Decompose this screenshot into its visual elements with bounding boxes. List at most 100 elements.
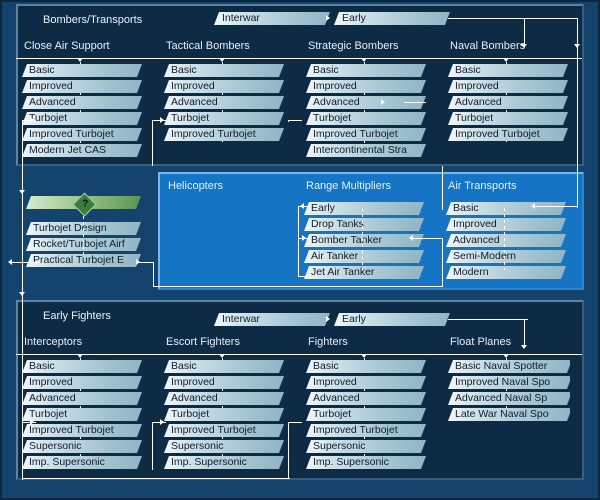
arrow-right-icon <box>160 117 164 123</box>
tech-item[interactable]: Air Tanker <box>304 250 424 263</box>
tech-item[interactable]: Basic <box>164 64 284 77</box>
tech-item[interactable]: Advanced <box>448 96 568 109</box>
tech-item[interactable]: Supersonic <box>306 440 426 453</box>
tech-item[interactable]: Turbojet <box>22 408 142 421</box>
connector-bar <box>16 354 582 355</box>
connector-left-rail <box>22 120 23 480</box>
connector-left-in-engine <box>10 262 40 263</box>
column-title-strategic-bombers: Strategic Bombers <box>308 40 399 52</box>
column-chain <box>83 210 84 258</box>
connector-right-rail-3 <box>577 206 578 208</box>
tech-item[interactable]: Basic <box>306 64 426 77</box>
tech-item[interactable]: Improved <box>446 218 566 231</box>
connector-engine-down <box>153 262 154 286</box>
arrow-right-icon <box>326 15 330 21</box>
tech-item[interactable]: Advanced <box>164 392 284 405</box>
tech-item[interactable]: Basic <box>448 64 568 77</box>
arrow-left-icon <box>8 259 12 265</box>
tech-item[interactable]: Improved Turbojet <box>22 128 142 141</box>
tech-item[interactable]: Improved Naval Spo <box>448 376 570 389</box>
tech-item[interactable]: Improved <box>306 376 426 389</box>
arrow-down-icon <box>19 292 25 296</box>
tech-item[interactable]: Turbojet <box>22 112 142 125</box>
tech-item[interactable]: Bomber Tanker <box>304 234 424 247</box>
tech-item[interactable]: Advanced <box>22 392 142 405</box>
column-escort-fighters: Basic Improved Advanced Turbojet Improve… <box>164 360 294 476</box>
column-chain <box>362 208 363 270</box>
tech-item[interactable]: Jet Air Tanker <box>304 266 424 279</box>
tech-item[interactable]: Improved Turbojet <box>306 424 426 437</box>
tech-item[interactable]: Turbojet <box>306 408 426 421</box>
connector-mid-rail-2 <box>288 120 289 122</box>
tech-item[interactable]: Advanced <box>446 234 566 247</box>
arrow-down-icon <box>77 354 83 358</box>
tech-item[interactable]: Early <box>304 202 424 215</box>
tech-item[interactable]: Turbojet <box>306 112 426 125</box>
tech-item[interactable]: Advanced <box>22 96 142 109</box>
connector-era-out-2 <box>448 319 528 320</box>
column-chain <box>506 358 507 420</box>
column-title-interceptors: Interceptors <box>24 336 83 348</box>
tech-item[interactable]: Imp. Supersonic <box>164 456 284 469</box>
tech-item[interactable]: Intercontinental Stra <box>306 144 426 157</box>
tech-item[interactable]: Improved <box>164 80 284 93</box>
tech-item[interactable]: Basic <box>306 360 426 373</box>
tech-item[interactable]: Improved <box>22 80 142 93</box>
tech-item[interactable]: Supersonic <box>22 440 142 453</box>
arrow-down-icon <box>361 58 367 62</box>
connector-mid-in-3 <box>152 422 166 423</box>
column-fighters: Basic Improved Advanced Turbojet Improve… <box>306 360 436 476</box>
tech-item[interactable]: Modern <box>446 266 566 279</box>
tech-item[interactable]: Improved Turbojet <box>448 128 568 141</box>
arrow-right-icon <box>326 316 330 322</box>
tech-item[interactable]: Imp. Supersonic <box>22 456 142 469</box>
tech-item[interactable]: Advanced Naval Sp <box>448 392 570 405</box>
column-title-fighters: Fighters <box>308 336 348 348</box>
arrow-right-icon <box>302 235 306 241</box>
connector-mid-in-2 <box>288 120 302 121</box>
tech-item[interactable]: Improved <box>164 376 284 389</box>
tech-item[interactable]: Drop Tanks <box>304 218 424 231</box>
connector-mid-rail-1 <box>152 120 153 166</box>
tech-item[interactable]: Basic <box>22 64 142 77</box>
connector-right-rail-in <box>533 206 577 207</box>
tech-item[interactable]: Basic <box>164 360 284 373</box>
tech-item[interactable]: Improved <box>448 80 568 93</box>
arrow-down-icon <box>19 190 25 194</box>
tech-item[interactable]: Improved Turbojet <box>22 424 142 437</box>
era-button-early-fighters[interactable]: Early <box>334 313 450 326</box>
column-chain <box>80 62 81 158</box>
tech-item[interactable]: Modern Jet CAS <box>22 144 142 157</box>
tech-item[interactable]: Imp. Supersonic <box>306 456 426 469</box>
era-button-early[interactable]: Early <box>334 12 450 25</box>
column-title-range-multipliers: Range Multipliers <box>306 180 391 192</box>
tech-item[interactable]: Advanced <box>306 96 426 109</box>
connector-mid-in-4 <box>288 422 302 423</box>
tech-item[interactable]: Practical Turbojet E <box>26 254 141 267</box>
tech-item[interactable]: Improved Turbojet <box>306 128 426 141</box>
tech-item[interactable]: Turbojet <box>164 112 284 125</box>
tech-item[interactable]: Improved <box>306 80 426 93</box>
tech-item[interactable]: Supersonic <box>164 440 284 453</box>
tech-item[interactable]: Basic <box>446 202 566 215</box>
column-title-tactical-bombers: Tactical Bombers <box>166 40 250 52</box>
era-button-interwar-fighters[interactable]: Interwar <box>214 313 330 326</box>
tech-item[interactable]: Advanced <box>306 392 426 405</box>
tech-item[interactable]: Improved Turbojet <box>164 424 284 437</box>
tech-item[interactable]: Basic Naval Spotter <box>448 360 570 373</box>
tech-item[interactable]: Basic <box>22 360 142 373</box>
column-title-air-transports: Air Transports <box>448 180 517 192</box>
tech-item[interactable]: Improved Turbojet <box>164 128 284 141</box>
column-close-air-support: Basic Improved Advanced Turbojet Improve… <box>22 64 152 164</box>
column-title-helicopters: Helicopters <box>168 180 224 192</box>
connector-jet-tanker-h <box>298 276 308 277</box>
tech-item[interactable]: Turbojet <box>448 112 568 125</box>
tech-item[interactable]: Turbojet <box>164 408 284 421</box>
connector-engine-up <box>442 238 443 286</box>
era-button-interwar[interactable]: Interwar <box>214 12 330 25</box>
panel-helicopters-transports: Helicopters Range Multipliers Air Transp… <box>158 172 584 290</box>
tech-item[interactable]: Semi-Modern <box>446 250 566 263</box>
tech-item[interactable]: Late War Naval Spo <box>448 408 570 421</box>
tech-item[interactable]: Improved <box>22 376 142 389</box>
tech-item[interactable]: Advanced <box>164 96 284 109</box>
